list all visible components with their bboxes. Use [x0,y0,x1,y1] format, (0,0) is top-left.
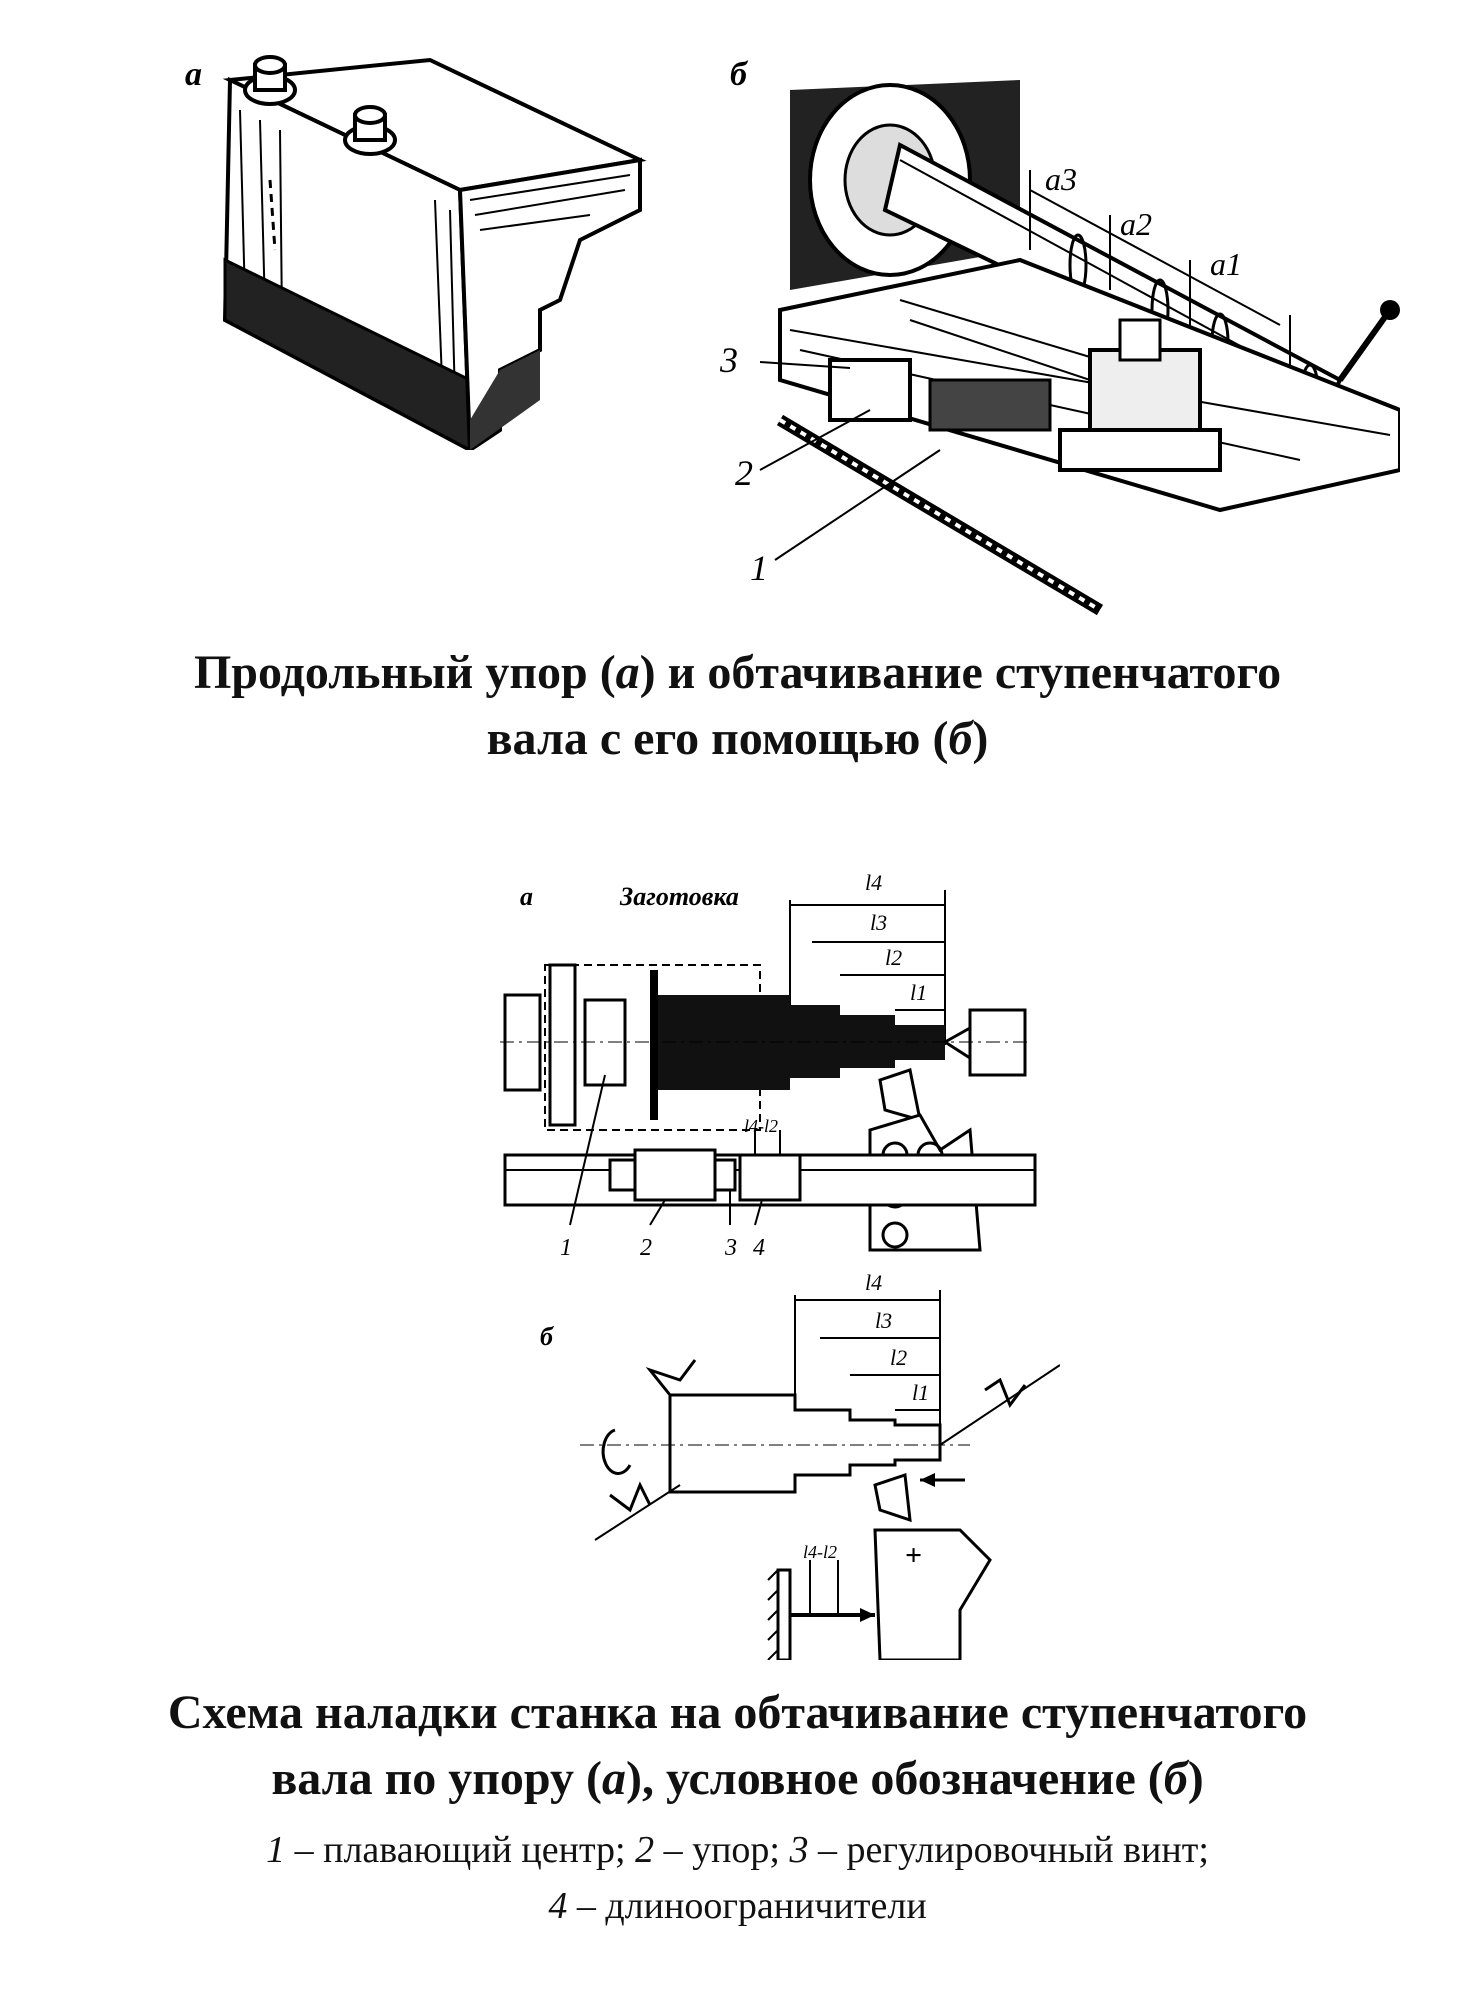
figure-2a-label: а [520,882,533,911]
callout-2-4: 4 [753,1235,765,1261]
dim-2b-l1: l1 [912,1380,929,1405]
figure-1a-stop-drawing: а [185,55,647,450]
dim-2b-l2: l2 [890,1345,907,1370]
stop-dim-2b: l4-l2 [803,1542,837,1562]
plus-symbol: + [905,1539,922,1572]
dim-a3: a3 [1045,161,1077,197]
dim-a2: a2 [1120,206,1152,242]
figure-2-legend: 1 – плавающий центр; 2 – упор; 3 – регул… [266,1829,1209,1927]
workpiece-label: Заготовка [619,882,739,911]
callout-2-3: 3 [724,1235,737,1261]
figure-2a-schematic: а Заготовка l4 l3 l2 l1 l4-l2 [500,870,1037,1261]
callout-3: 3 [719,340,738,380]
figure-1b-lathe-drawing: б a3 a2 a1 3 [719,56,1400,616]
callout-2-2: 2 [640,1235,652,1261]
figure-1b-label: б [730,56,749,93]
callout-2: 2 [735,453,753,493]
figure-2b-label: б [540,1322,554,1351]
figure-1-caption: Продольный упор (а) и обтачивание ступен… [193,646,1282,765]
dim-2a-l3: l3 [870,910,887,935]
callout-2-1: 1 [560,1235,572,1261]
dim-2a-l4: l4 [865,870,882,895]
dim-a1: a1 [1210,246,1242,282]
dim-2a-l2: l2 [885,945,902,970]
dim-2b-l3: l3 [875,1308,892,1333]
dim-2b-l4: l4 [865,1270,882,1295]
stop-dim-l4-l2: l4-l2 [744,1116,778,1136]
figure-1a-label: а [185,56,202,93]
callout-1: 1 [750,548,768,588]
figure-2b-symbol-diagram: б l4 l3 l2 l1 + l4-l2 [540,1270,1060,1660]
figure-2-caption: Схема наладки станка на обтачивание ступ… [167,1686,1308,1805]
dim-2a-l1: l1 [910,980,927,1005]
